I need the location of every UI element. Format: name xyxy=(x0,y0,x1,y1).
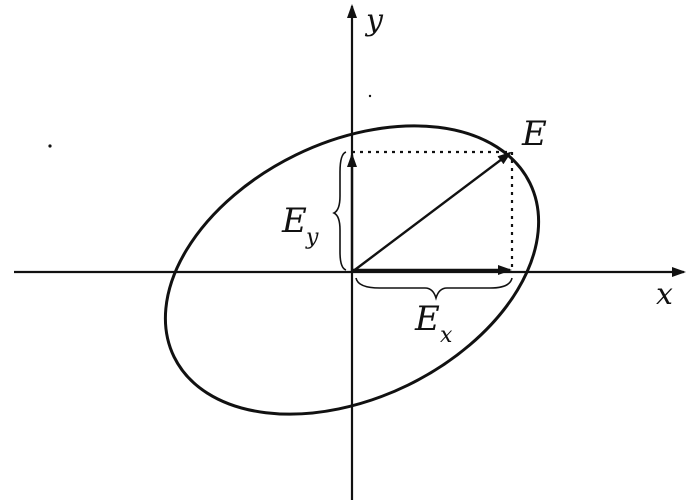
polarization-ellipse xyxy=(163,124,541,416)
field-vector-arrow xyxy=(351,151,512,273)
x-axis-label: x xyxy=(656,277,673,312)
svg-text:E: E xyxy=(414,299,440,339)
x-component-label: E x xyxy=(414,299,453,348)
svg-text:x: x xyxy=(440,323,453,348)
y-component-label: E y xyxy=(281,201,319,250)
speck-top xyxy=(368,94,372,98)
speck-left xyxy=(48,144,52,148)
y-axis-label: y xyxy=(364,3,384,38)
svg-text:y: y xyxy=(305,225,319,250)
y-component-brace xyxy=(332,151,347,271)
svg-text:E: E xyxy=(281,201,307,241)
x-component-brace xyxy=(355,277,513,301)
field-vector-label: E xyxy=(521,114,547,154)
